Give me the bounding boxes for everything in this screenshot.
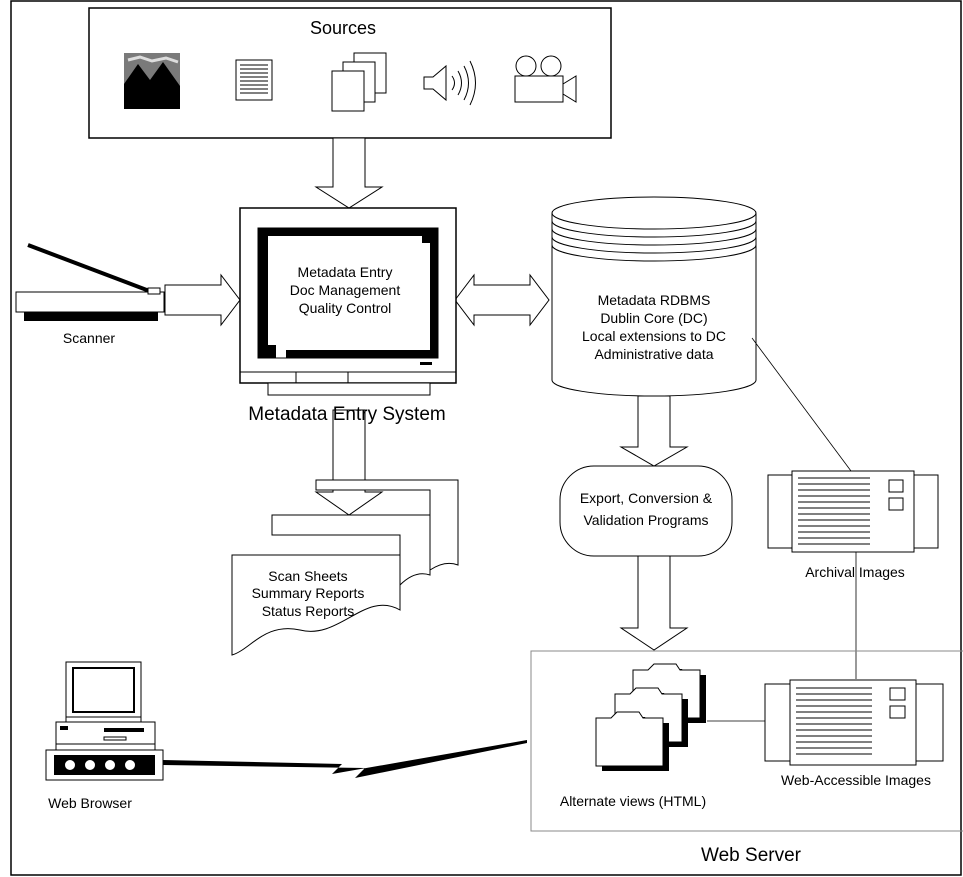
image-icon [124,53,180,109]
programs-line-1: Export, Conversion & [580,490,713,506]
programs-line-2: Validation Programs [583,512,708,528]
web-server-label: Web Server [701,845,802,866]
screen-line-3: Quality Control [299,300,392,316]
web-images-label: Web-Accessible Images [781,772,931,788]
connector-lines [707,337,857,722]
flow-arrow [164,273,241,327]
reports-line-1: Scan Sheets [268,568,347,584]
archival-images-label: Archival Images [805,564,905,580]
audio-icon [423,60,476,106]
scanner-label: Scanner [63,330,115,346]
rdbms-line-2: Dublin Core (DC) [600,310,707,326]
scanner-icon [15,243,165,321]
text-document-icon [235,59,273,101]
monitor-icon [239,207,457,396]
video-camera-icon [514,55,577,103]
documents-icon [331,52,387,112]
archival-storage-icon [767,470,939,553]
web-storage-icon [764,679,944,766]
sources-box: Sources [88,7,612,139]
rdbms-line-3: Local extensions to DC [582,328,726,344]
rdbms-line-1: Metadata RDBMS [598,292,711,308]
flow-arrow [619,395,689,467]
sources-title: Sources [310,18,376,38]
programs-box [559,465,733,557]
web-browser-label: Web Browser [48,795,132,811]
web-browser-computer-icon [45,661,164,781]
alternate-views-label: Alternate views (HTML) [560,793,706,809]
reports-line-3: Status Reports [262,603,355,619]
network-link-icon [163,740,527,778]
flow-arrow [314,409,384,516]
screen-line-1: Metadata Entry [298,264,393,280]
web-server-box [530,650,963,832]
html-folders-icon [595,663,706,771]
reports-line-2: Summary Reports [252,585,365,601]
reports-document-icon [231,479,459,656]
rdbms-line-4: Administrative data [594,346,713,362]
metadata-entry-title: Metadata Entry System [248,404,445,425]
screen-line-2: Doc Management [290,282,401,298]
flow-arrow [314,137,384,209]
diagram-frame [10,0,962,876]
flow-arrow [619,555,689,651]
bidirectional-arrow [454,273,550,327]
database-icon [551,196,757,397]
